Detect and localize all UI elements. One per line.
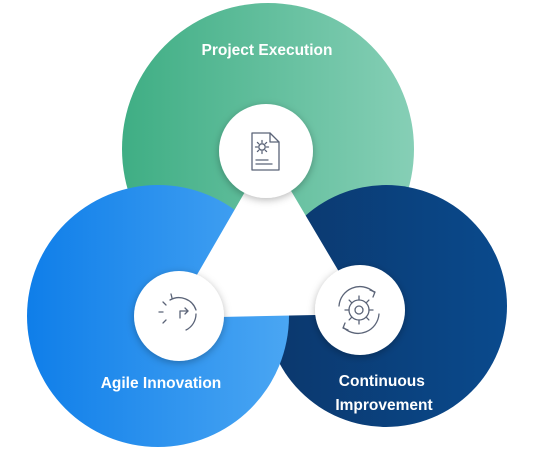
document-gear-icon <box>251 132 280 171</box>
badge-project-execution <box>219 104 313 198</box>
badge-continuous-improvement <box>315 265 405 355</box>
gauge-icon <box>158 293 197 331</box>
gear-cycle-icon <box>338 285 380 335</box>
center-triangle <box>172 152 364 318</box>
badge-agile-innovation <box>134 271 224 361</box>
label-project-execution: Project Execution <box>202 42 333 59</box>
label-continuous-improvement: Continuous Improvement <box>335 373 432 414</box>
label-agile-innovation: Agile Innovation <box>101 375 222 392</box>
